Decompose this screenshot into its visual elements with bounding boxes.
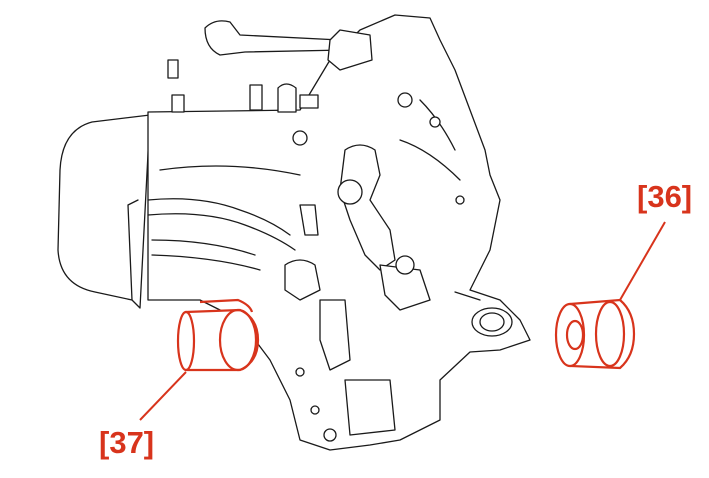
- callout-label-37: [37]: [99, 425, 155, 460]
- leader-line-36: [619, 221, 666, 301]
- bushing-37: [176, 298, 260, 372]
- bushing-36: [554, 298, 636, 370]
- callout-label-36: [36]: [637, 179, 693, 214]
- gearbox-housing-drawing: [57, 14, 531, 451]
- leader-line-37: [139, 371, 187, 421]
